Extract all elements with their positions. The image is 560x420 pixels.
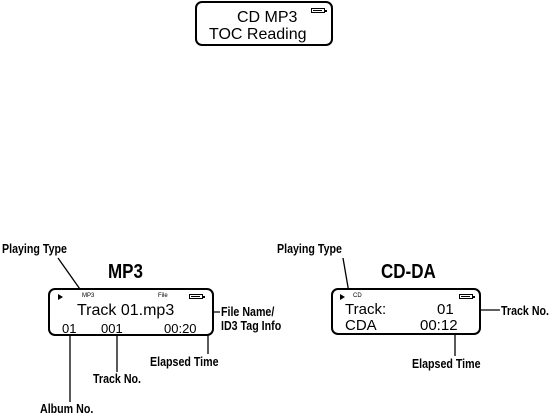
cdda-track-label: Track: — [345, 301, 386, 318]
cdda-format: CDA — [345, 317, 377, 334]
mp3-track-number: 001 — [101, 321, 123, 336]
cdda-lcd-display: CD Track: 01 CDA 00:12 — [331, 288, 481, 335]
mp3-heading: MP3 — [108, 261, 143, 284]
cdda-elapsed-time: 00:12 — [420, 317, 458, 334]
cdda-track-number: 01 — [437, 301, 454, 318]
mp3-track-no-label: Track No. — [93, 371, 141, 386]
cdda-heading: CD-DA — [381, 261, 436, 284]
mp3-playing-type-indicator: MP3 — [82, 293, 94, 299]
mp3-elapsed-time-label: Elapsed Time — [150, 354, 219, 369]
mp3-file-name-label-line1: File Name/ — [221, 304, 274, 319]
cdda-playing-type-label: Playing Type — [277, 241, 342, 256]
cdda-track-no-label: Track No. — [501, 303, 549, 318]
mp3-elapsed-time: 00:20 — [164, 321, 197, 336]
play-icon — [58, 294, 63, 300]
cdda-elapsed-time-label: Elapsed Time — [412, 356, 481, 371]
leader-mp3-playing-type — [58, 258, 82, 292]
mp3-file-indicator: File — [158, 293, 168, 299]
mp3-album-no-label: Album No. — [40, 401, 93, 416]
cdda-playing-type-indicator: CD — [353, 293, 362, 299]
play-icon — [340, 294, 345, 300]
mp3-playing-type-label: Playing Type — [2, 241, 67, 256]
mp3-file-name-label-line2: ID3 Tag Info — [221, 318, 281, 333]
battery-icon — [189, 294, 203, 299]
mp3-lcd-display: MP3 File Track 01.mp3 01 001 00:20 — [48, 288, 214, 336]
mp3-file-name: Track 01.mp3 — [77, 302, 174, 320]
battery-icon — [459, 294, 473, 299]
mp3-album-number: 01 — [62, 321, 76, 336]
